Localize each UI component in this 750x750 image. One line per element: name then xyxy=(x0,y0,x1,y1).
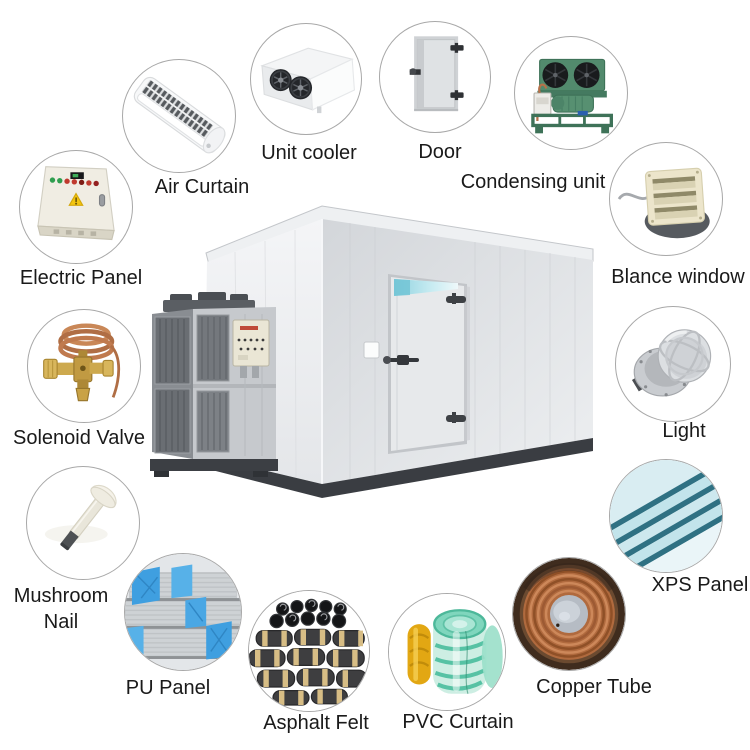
pvc-curtain-label: PVC Curtain xyxy=(402,711,514,733)
asphalt-felt-photo-icon xyxy=(249,591,369,711)
unit-cooler-label: Unit cooler xyxy=(261,142,357,164)
mushroom-nail-photo-icon xyxy=(44,484,117,551)
solenoid-valve-label: Solenoid Valve xyxy=(13,427,145,449)
blance-window-photo-icon xyxy=(617,167,710,239)
light-image xyxy=(615,306,731,422)
pu-panel-label: PU Panel xyxy=(125,677,211,699)
unit-cooler-photo-icon xyxy=(260,47,355,114)
door-photo-icon xyxy=(409,36,464,112)
light-photo-icon xyxy=(631,329,712,397)
xps-panel-label: XPS Panel xyxy=(651,574,749,596)
air-curtain-image xyxy=(122,59,236,173)
door-image xyxy=(379,21,491,133)
electric-panel-image xyxy=(19,150,133,264)
copper-tube-photo-icon xyxy=(513,558,625,670)
pu-panel-photo-icon xyxy=(125,554,241,670)
electric-panel-label: Electric Panel xyxy=(19,267,143,289)
unit-cooler-image xyxy=(250,23,362,135)
solenoid-valve-image xyxy=(27,309,141,423)
condensing-unit-image xyxy=(514,36,628,150)
light-label: Light xyxy=(662,420,706,442)
solenoid-valve-photo-icon xyxy=(43,323,121,402)
pvc-curtain-image xyxy=(388,593,506,711)
blance-window-image xyxy=(609,142,723,256)
pvc-curtain-photo-icon xyxy=(389,594,505,710)
air-curtain-label: Air Curtain xyxy=(154,176,250,198)
condensing-unit-photo-icon xyxy=(531,58,613,134)
xps-panel-photo-icon xyxy=(610,460,722,572)
pu-panel-image xyxy=(124,553,242,671)
mushroom-nail-label-line2: Nail xyxy=(43,611,79,633)
xps-panel-image xyxy=(609,459,723,573)
condensing-unit-label: Condensing unit xyxy=(460,171,606,193)
mushroom-nail-label-line1: Mushroom xyxy=(13,585,109,607)
air-curtain-photo-icon xyxy=(133,76,226,154)
door-label: Door xyxy=(418,141,462,163)
copper-tube-image xyxy=(512,557,626,671)
electric-panel-photo-icon xyxy=(37,166,115,241)
asphalt-felt-image xyxy=(248,590,370,712)
asphalt-felt-label: Asphalt Felt xyxy=(263,712,369,734)
copper-tube-label: Copper Tube xyxy=(536,676,652,698)
mushroom-nail-image xyxy=(26,466,140,580)
blance-window-label: Blance window xyxy=(611,266,745,288)
